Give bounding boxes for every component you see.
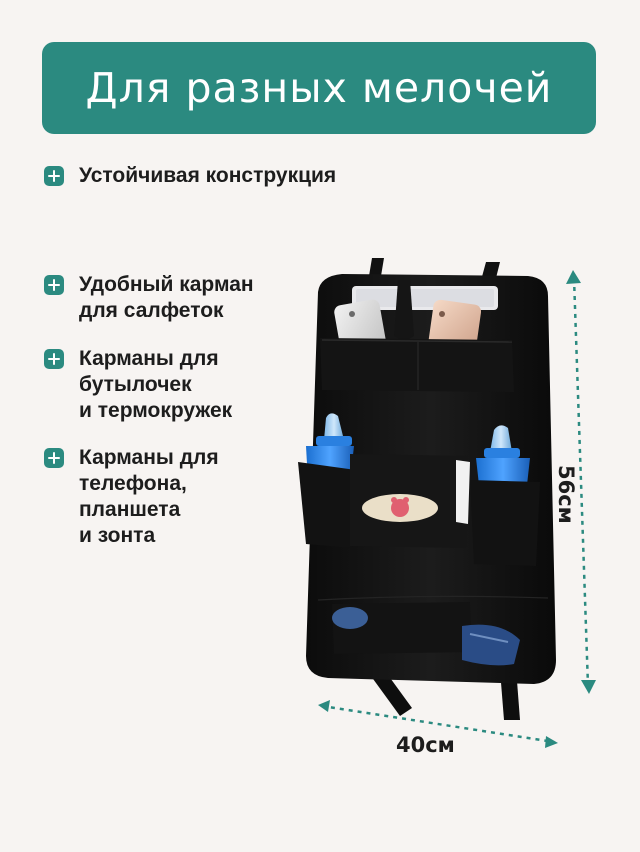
width-arrow — [321, 704, 555, 744]
bear-icon — [391, 499, 409, 517]
feature-text: Удобный карман для салфеток — [79, 273, 254, 322]
width-label: 40см — [396, 733, 455, 757]
height-label: 56см — [554, 465, 578, 524]
plus-icon — [44, 275, 64, 295]
plus-icon — [44, 448, 64, 468]
plus-icon — [44, 166, 64, 186]
feature-item: Карманы для бутылочек и термокружек — [44, 346, 232, 424]
nipple-right — [490, 425, 512, 452]
banner-title: Для разных мелочей — [85, 64, 553, 112]
feature-item: Удобный карман для салфеток — [44, 272, 254, 324]
nipple-left — [324, 413, 344, 440]
feature-text: Карманы для телефона, планшета и зонта — [79, 446, 219, 547]
bottle-pocket-left — [298, 462, 356, 548]
title-banner: Для разных мелочей — [42, 42, 596, 134]
feature-item: Карманы для телефона, планшета и зонта — [44, 445, 219, 549]
bottle-pocket-right — [470, 480, 540, 566]
feature-text: Карманы для бутылочек и термокружек — [79, 347, 233, 422]
feature-text: Устойчивая конструкция — [79, 164, 337, 187]
umbrella-left — [332, 607, 368, 629]
feature-item: Устойчивая конструкция — [44, 163, 336, 189]
plus-icon — [44, 349, 64, 369]
top-pocket — [320, 338, 514, 392]
